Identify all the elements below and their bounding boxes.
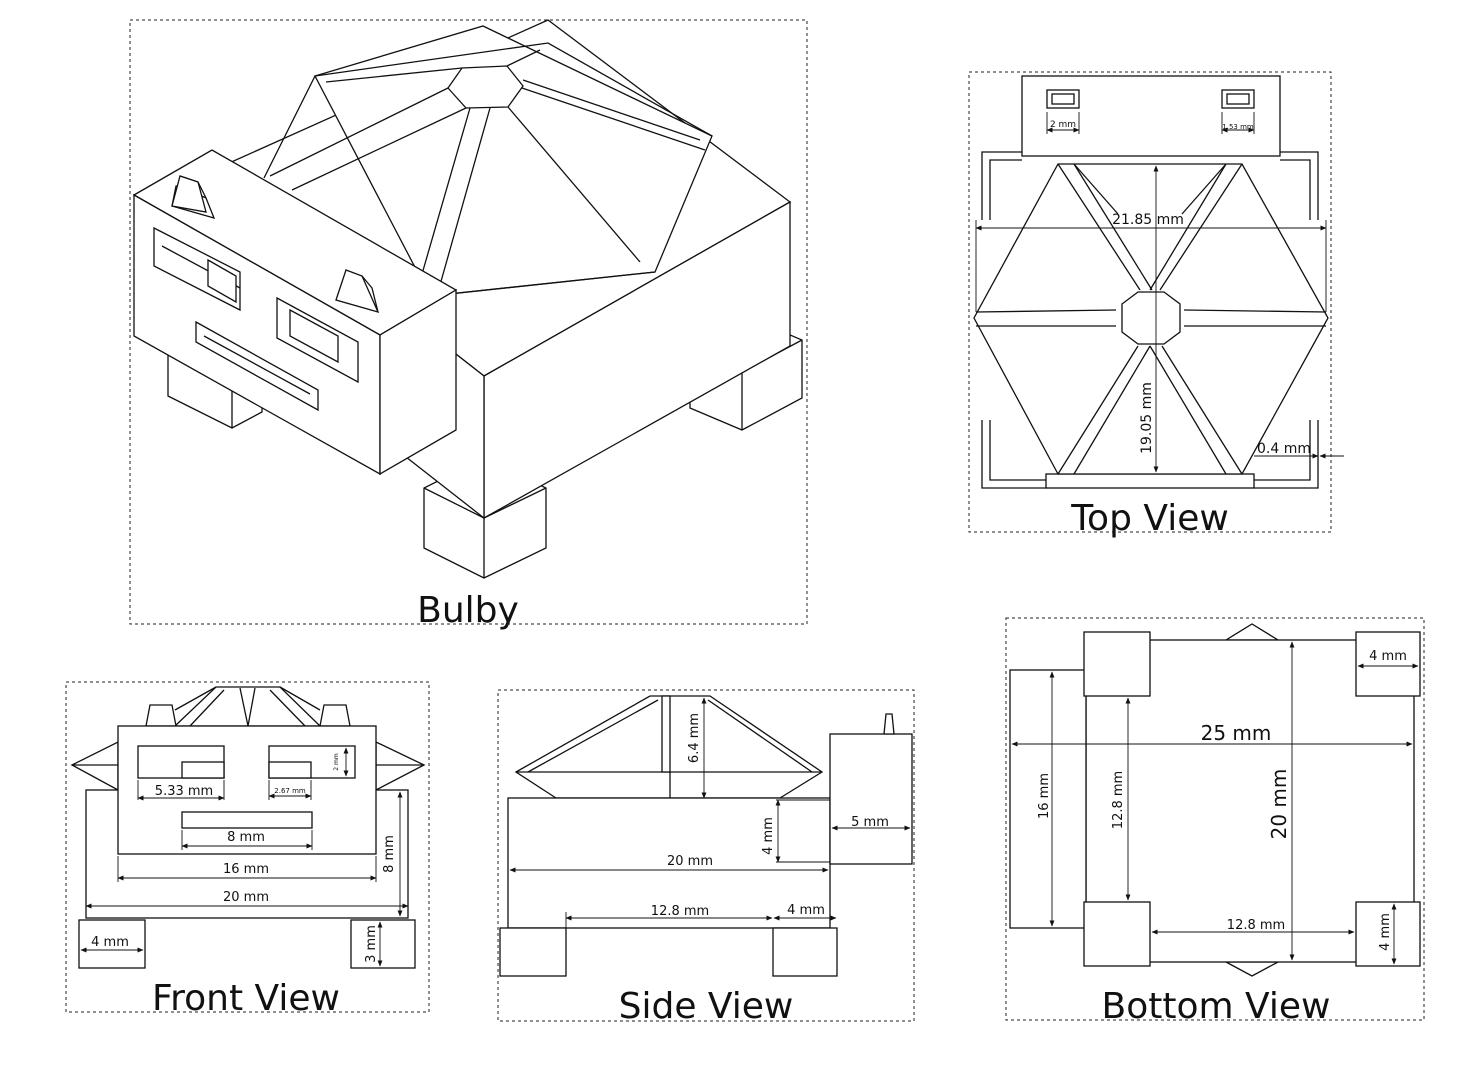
iso-roof: [263, 25, 713, 297]
front-frame: [65, 681, 430, 1013]
front-wing-right: [375, 740, 426, 792]
bottom-head-height-label: 16 mm: [1037, 773, 1052, 819]
front-mouth-label: 8 mm: [227, 830, 265, 845]
front-wing-left: [70, 740, 119, 792]
top-slot-a-label: 2 mm: [1050, 120, 1076, 130]
iso-ear-right: [335, 269, 380, 314]
front-leg-left: [78, 919, 146, 969]
side-body-length-label: 20 mm: [667, 854, 713, 869]
side-view: 6.4 mm 5 mm 4 mm 20 mm 12.8 mm 4 mm Side…: [497, 689, 915, 1027]
top-width-label: 21.85 mm: [1112, 212, 1184, 228]
top-view: 2 mm 1.53 mm 21: [968, 71, 1344, 539]
front-leg-right: [350, 919, 416, 969]
top-gap-label: 0.4 mm: [1257, 441, 1311, 457]
iso-head: [132, 149, 458, 476]
front-head: [117, 725, 377, 855]
front-eye-width-label: 5.33 mm: [155, 784, 213, 799]
isometric-view: Bulby: [129, 19, 808, 631]
bottom-length-label: 25 mm: [1201, 721, 1272, 745]
iso-ear-left: [171, 175, 216, 219]
bottom-leg-top-right: [1355, 631, 1421, 697]
side-head: [829, 713, 913, 865]
side-leg-width-label: 4 mm: [787, 903, 825, 918]
front-pupil-width-label: 2.67 mm: [274, 787, 306, 795]
top-height-label: 19.05 mm: [1139, 382, 1155, 454]
front-body-width-label: 20 mm: [223, 890, 269, 905]
bottom-leg-bottom-left: [1083, 901, 1151, 967]
side-leg-right: [772, 927, 838, 977]
iso-frame: [129, 19, 808, 625]
side-head-depth-label: 5 mm: [851, 815, 889, 830]
bottom-roof-tip-top: [1223, 623, 1281, 641]
bottom-leg-height-label: 4 mm: [1378, 913, 1393, 951]
iso-mouth: [195, 320, 319, 412]
side-leg-left: [499, 927, 567, 977]
front-roof: [70, 686, 426, 792]
front-eye-height-label: 2 mm: [333, 753, 340, 771]
front-head-width-label: 16 mm: [223, 862, 269, 877]
bottom-view: 4 mm 25 mm 16 mm 12.8 mm 20 mm 12.8 mm 4…: [1005, 617, 1425, 1027]
front-leg-width-label: 4 mm: [91, 935, 129, 950]
bottom-title: Bottom View: [1102, 986, 1331, 1027]
top-title: Top View: [1070, 498, 1229, 539]
top-frame: [968, 71, 1332, 533]
bottom-leg-gap-label: 12.8 mm: [1227, 918, 1285, 933]
front-title: Front View: [152, 978, 340, 1019]
front-body-height-label: 8 mm: [382, 835, 397, 873]
bottom-roof-tip-bottom: [1225, 961, 1279, 977]
side-title: Side View: [619, 986, 794, 1027]
side-body-height-label: 4 mm: [761, 817, 776, 855]
side-roof-height-label: 6.4 mm: [687, 713, 702, 763]
bottom-frame: [1005, 617, 1425, 1021]
bottom-leg-bottom-right: [1355, 901, 1421, 967]
front-ear-right: [319, 704, 351, 727]
front-ear-left: [145, 704, 177, 727]
side-frame: [497, 689, 915, 1022]
side-leg-gap-label: 12.8 mm: [651, 904, 709, 919]
iso-title: Bulby: [417, 590, 519, 631]
front-leg-height-label: 3 mm: [364, 925, 379, 963]
front-mouth: [181, 811, 313, 829]
top-head: 2 mm 1.53 mm: [1021, 75, 1281, 157]
top-slot-b-label: 1.53 mm: [1222, 123, 1254, 131]
side-roof: [514, 695, 824, 799]
bottom-width-label: 20 mm: [1267, 769, 1291, 840]
bottom-leg-top-left: [1083, 631, 1151, 697]
top-roof-hexagon: [973, 163, 1329, 475]
bottom-leg-width-label: 4 mm: [1369, 649, 1407, 664]
bottom-head: [1009, 669, 1087, 929]
bottom-inner-height-label: 12.8 mm: [1111, 771, 1126, 829]
front-view: 5.33 mm 2.67 mm 2 mm 8 mm 16 mm 20 mm 8 …: [65, 681, 430, 1019]
